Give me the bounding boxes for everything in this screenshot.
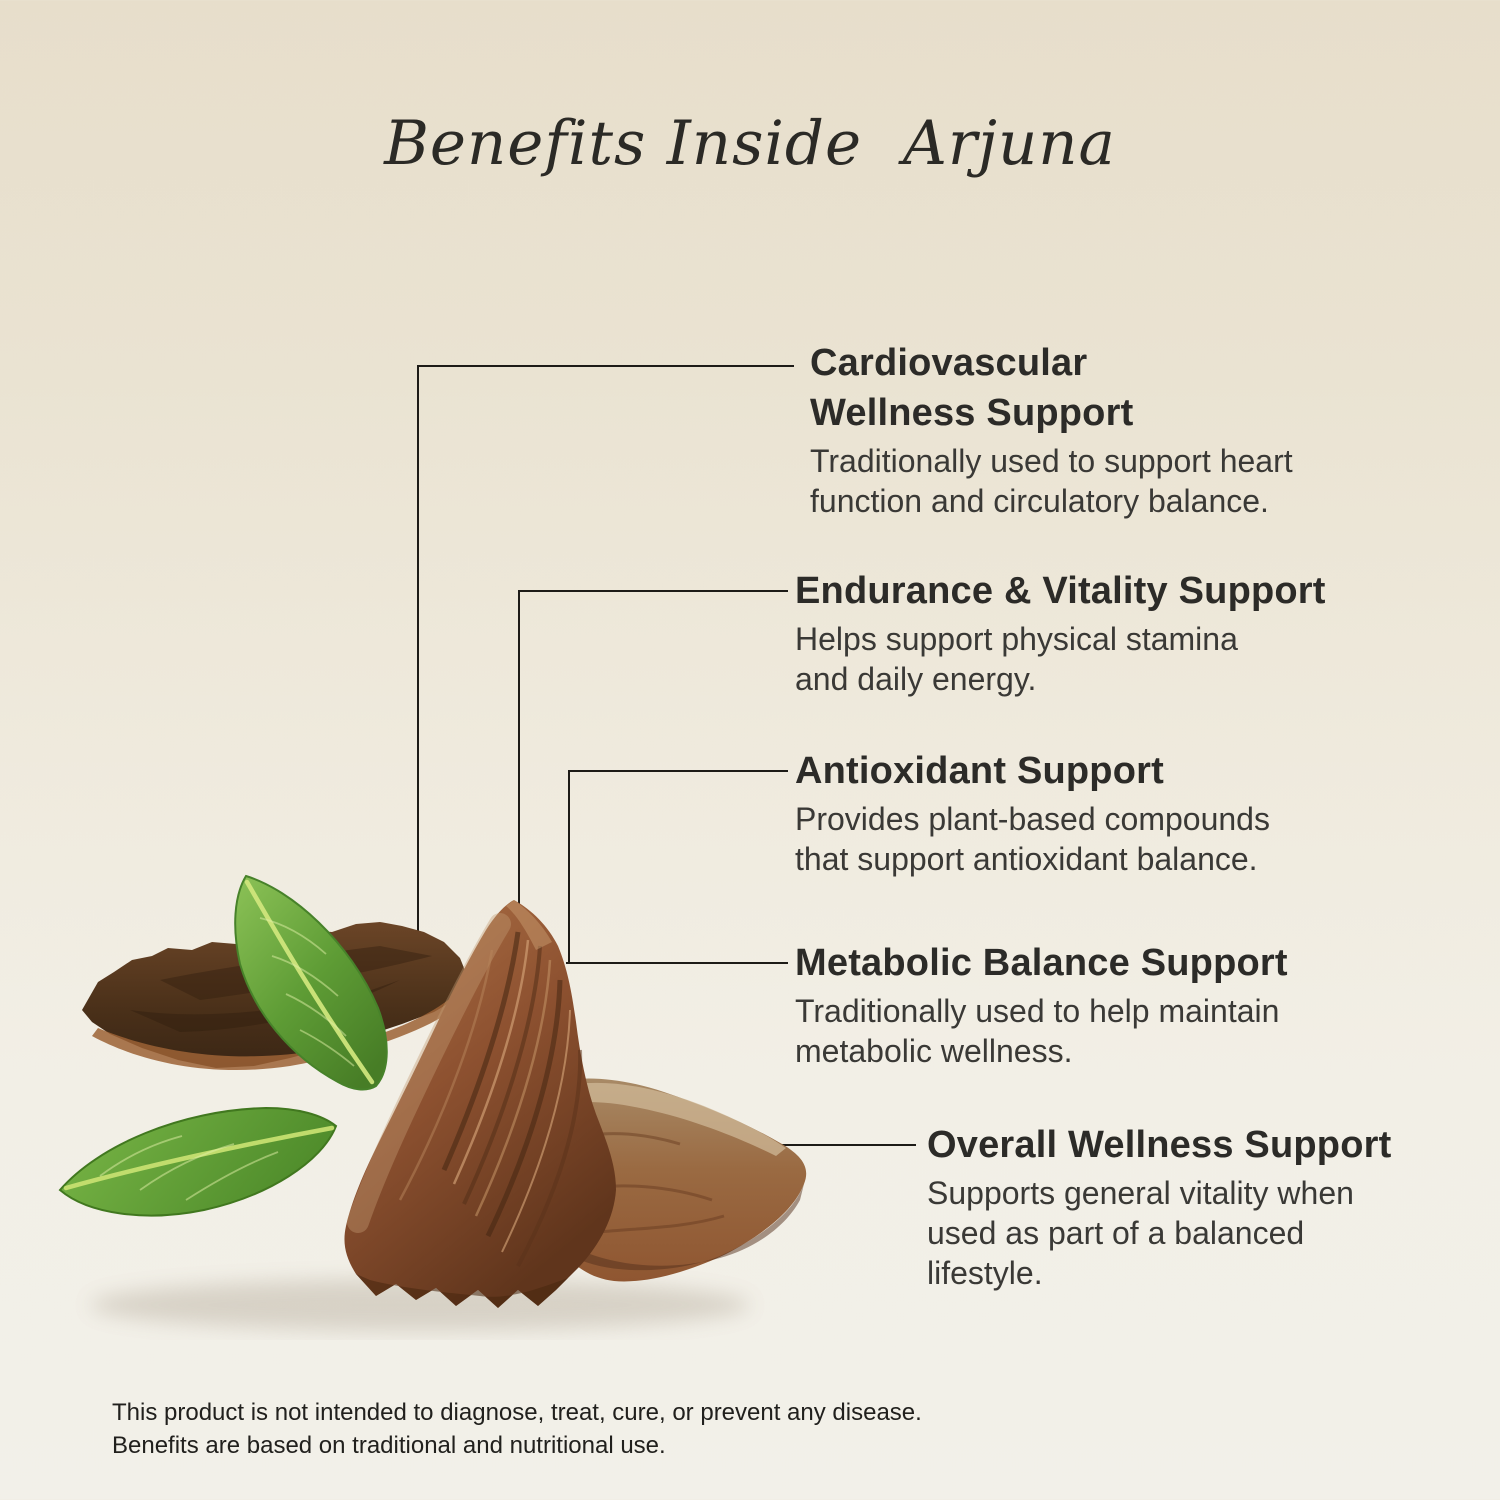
- leader-line-overall-horizontal: [697, 1144, 916, 1146]
- leaf-lower: [58, 1106, 338, 1217]
- ground-shadow: [90, 1279, 750, 1331]
- leader-line-cardiovascular-horizontal: [417, 365, 794, 367]
- leader-line-cardiovascular-vertical: [417, 365, 419, 978]
- benefit-endurance: Endurance & Vitality Support Helps suppo…: [795, 566, 1415, 699]
- disclaimer: This product is not intended to diagnose…: [112, 1399, 922, 1459]
- leader-line-endurance-vertical: [518, 590, 520, 988]
- page-title: Benefits Inside Arjuna: [384, 108, 1116, 179]
- benefit-overall-heading: Overall Wellness Support: [927, 1124, 1392, 1166]
- arjuna-bark-leaves-image: [58, 874, 807, 1331]
- benefit-overall: Overall Wellness Support Supports genera…: [927, 1120, 1500, 1293]
- bark-piece-main: [344, 900, 616, 1308]
- leader-line-endurance-horizontal: [518, 590, 788, 592]
- benefit-antioxidant: Antioxidant Support Provides plant-based…: [795, 746, 1415, 879]
- leader-line-metabolic-horizontal: [566, 962, 788, 964]
- benefit-antioxidant-heading: Antioxidant Support: [795, 750, 1164, 792]
- benefit-metabolic-heading: Metabolic Balance Support: [795, 942, 1288, 984]
- leader-line-antioxidant-vertical: [568, 770, 570, 964]
- leaf-upper: [234, 874, 388, 1091]
- leader-line-antioxidant-horizontal: [568, 770, 788, 772]
- benefit-endurance-heading: Endurance & Vitality Support: [795, 570, 1326, 612]
- benefit-metabolic: Metabolic Balance Support Traditionally …: [795, 938, 1415, 1071]
